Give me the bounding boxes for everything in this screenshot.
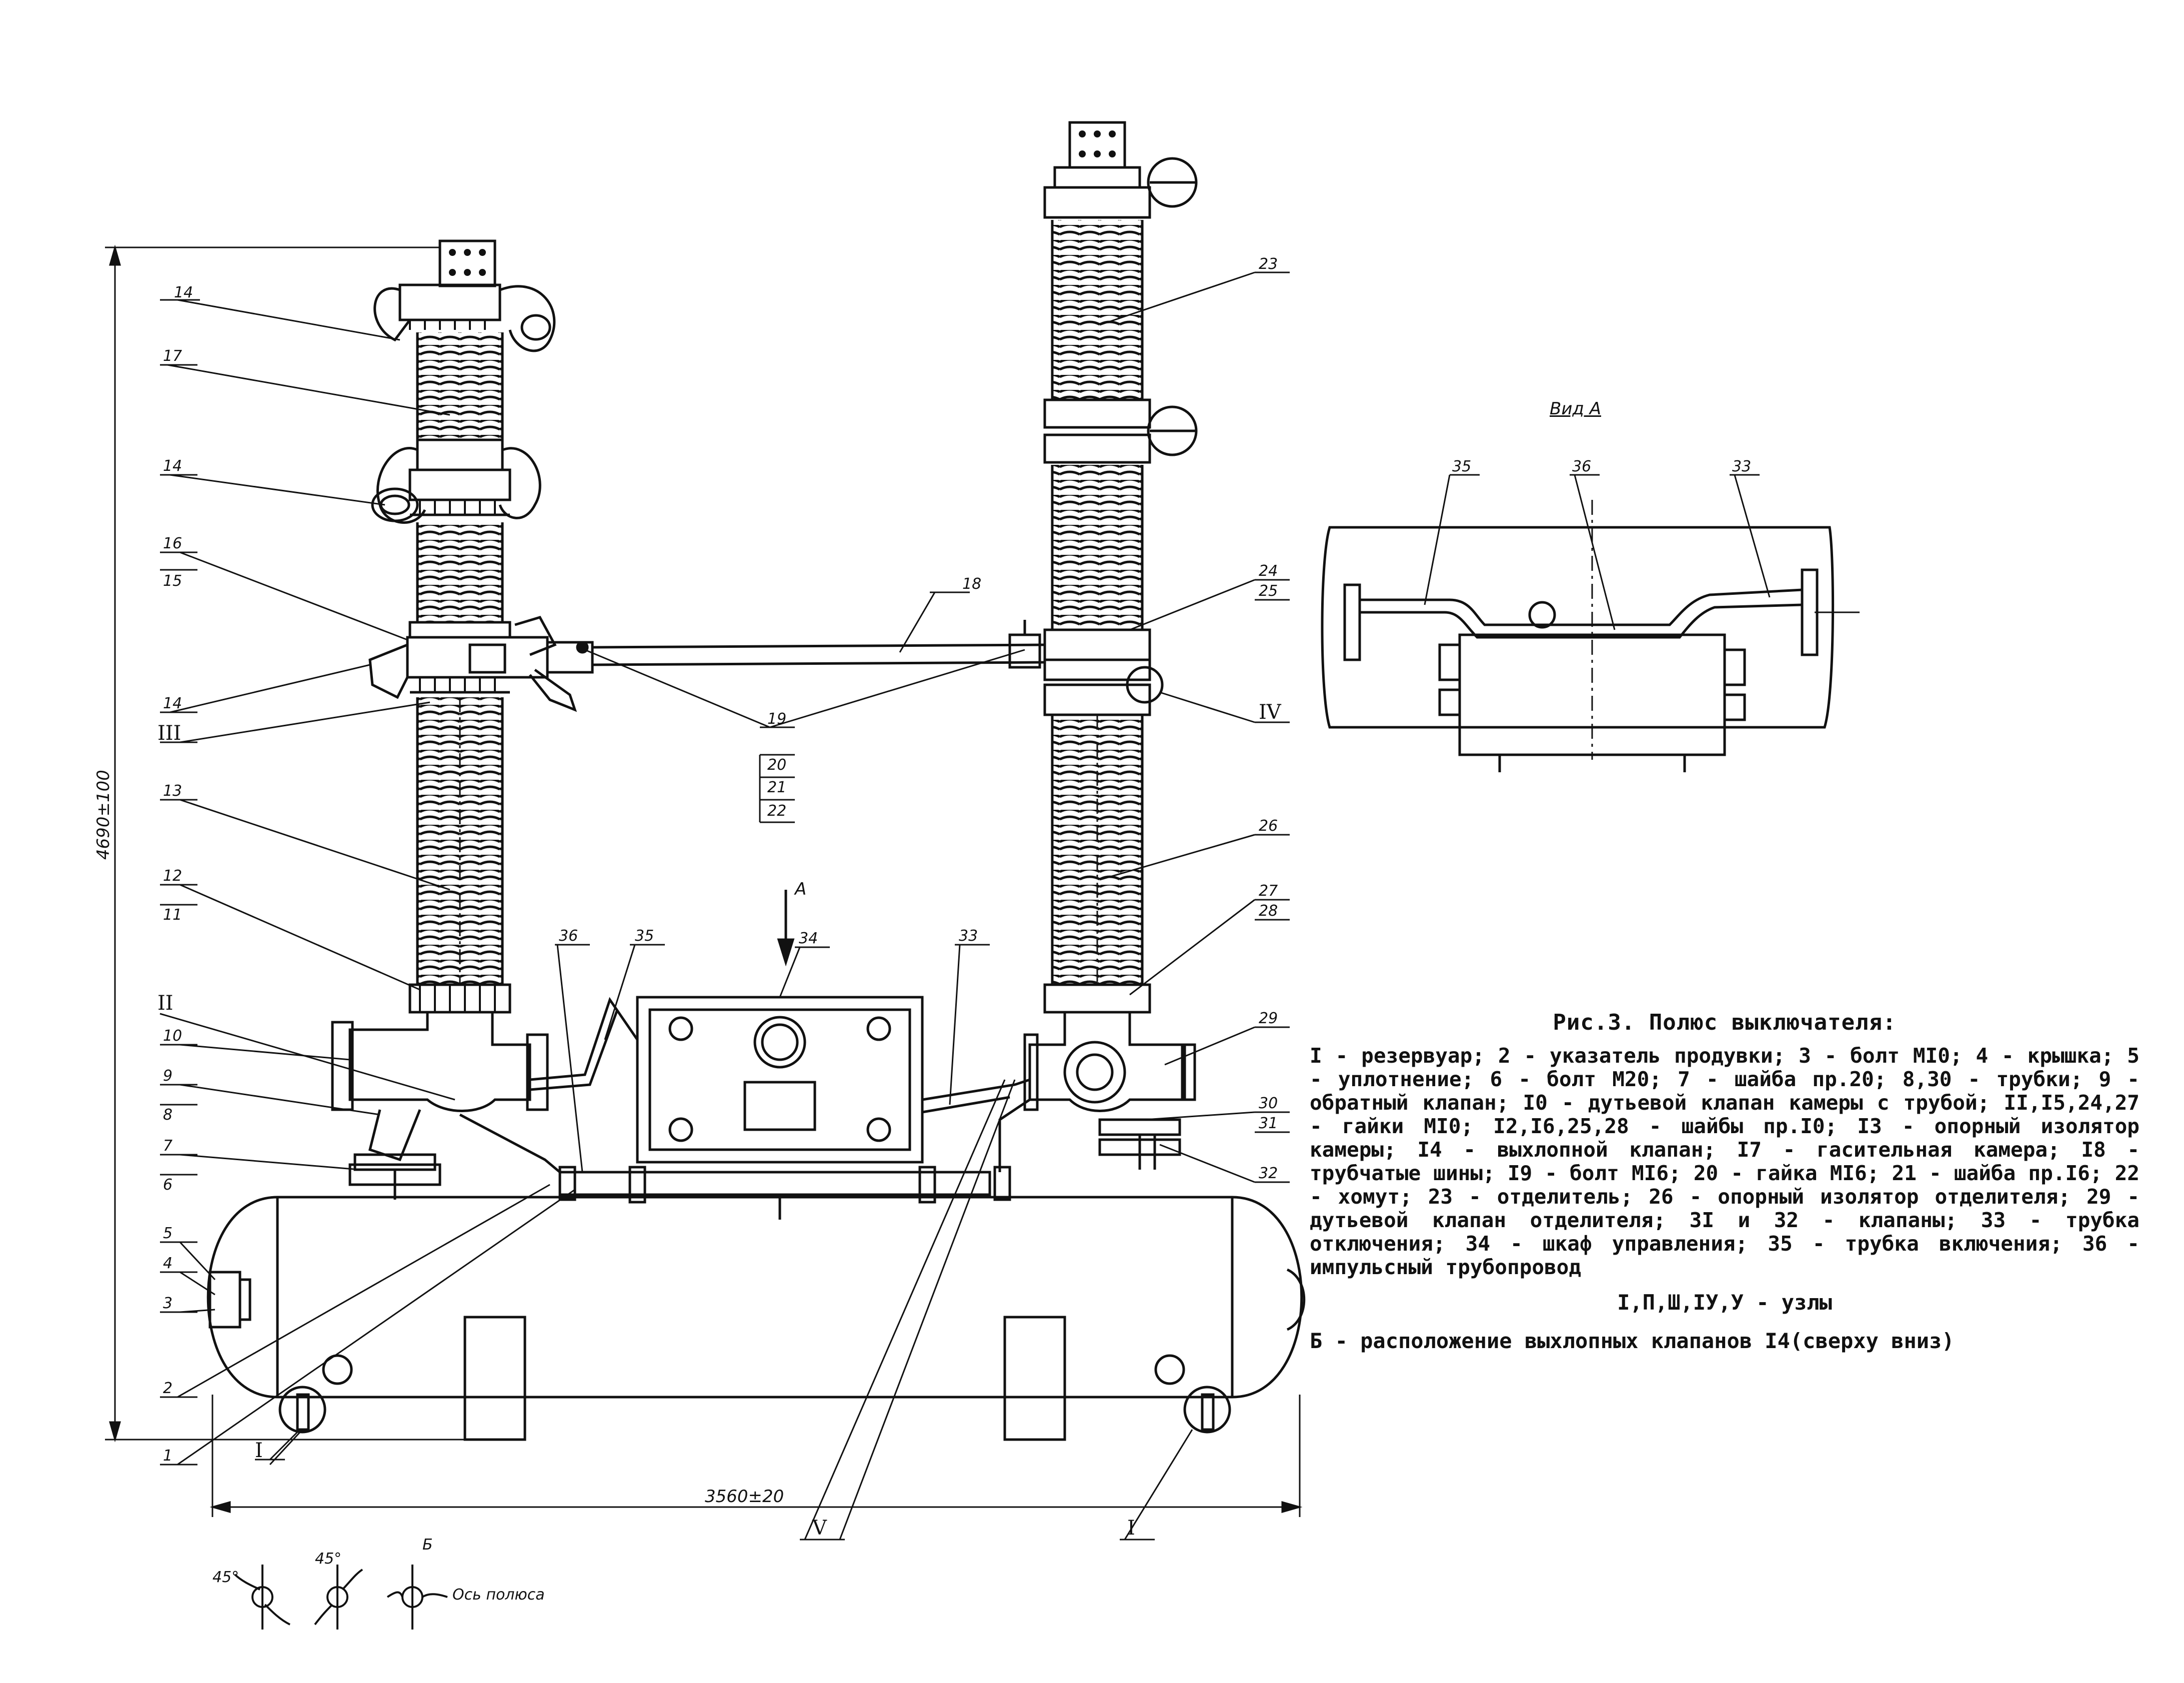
tubular-bus bbox=[592, 620, 1045, 669]
view-a-callout-36: 36 bbox=[1572, 458, 1591, 475]
callout-13: 13 bbox=[163, 782, 182, 800]
caption-legend: I - резервуар; 2 - указатель продувки; 3… bbox=[1310, 1044, 2140, 1279]
node-label-v: V bbox=[812, 1517, 827, 1540]
callout-1: 1 bbox=[163, 1447, 172, 1465]
node-label-i-left: I bbox=[255, 1439, 263, 1462]
callout-9: 9 bbox=[163, 1067, 172, 1085]
callout-21: 21 bbox=[767, 779, 786, 796]
detail-b bbox=[234, 1565, 448, 1630]
callout-23: 23 bbox=[1259, 255, 1278, 273]
detail-b-label: Б bbox=[422, 1536, 433, 1554]
height-dimension-label: 4690±100 bbox=[93, 770, 113, 860]
figure-caption: Рис.3. Полюс выключателя: I - резервуар;… bbox=[1310, 1010, 2140, 1353]
callout-2: 2 bbox=[163, 1380, 172, 1397]
detail-b-angle-2: 45° bbox=[315, 1550, 341, 1568]
view-a-callout-33: 33 bbox=[1732, 458, 1751, 475]
callout-26: 26 bbox=[1259, 817, 1278, 835]
caption-title: Рис.3. Полюс выключателя: bbox=[1553, 1010, 1897, 1035]
callout-22: 22 bbox=[767, 802, 786, 820]
callout-27: 27 bbox=[1259, 882, 1278, 900]
callout-29: 29 bbox=[1259, 1010, 1278, 1027]
callout-14b: 14 bbox=[163, 457, 182, 475]
callout-16: 16 bbox=[163, 535, 182, 552]
right-column bbox=[1023, 121, 1198, 1170]
callout-11: 11 bbox=[163, 906, 182, 924]
view-a-leaders bbox=[1424, 474, 1771, 630]
leader-lines-center bbox=[555, 591, 1025, 1173]
callout-33: 33 bbox=[959, 927, 978, 945]
callout-14c: 14 bbox=[163, 695, 182, 712]
node-label-iii: III bbox=[157, 722, 181, 745]
callouts-right: 23 24 25 IV 26 27 28 29 30 31 32 I I V bbox=[255, 255, 1282, 1540]
leader-lines-left bbox=[159, 299, 575, 1466]
node-label-i-right: I bbox=[1127, 1517, 1135, 1540]
leader-lines-right bbox=[269, 271, 1290, 1541]
reservoir bbox=[206, 1138, 1306, 1441]
callout-28: 28 bbox=[1259, 902, 1278, 920]
view-a-callout-35: 35 bbox=[1452, 458, 1471, 475]
callouts-left: 14 17 14 16 15 14 III 13 12 11 II 10 9 8… bbox=[157, 284, 193, 1465]
callout-3: 3 bbox=[163, 1295, 172, 1312]
callout-12: 12 bbox=[163, 867, 182, 885]
caption-nodes: I,П,Ш,IУ,У - узлы bbox=[1617, 1290, 1832, 1315]
callout-32: 32 bbox=[1259, 1165, 1278, 1182]
callout-7: 7 bbox=[163, 1137, 172, 1155]
callout-17: 17 bbox=[163, 347, 182, 365]
view-a-arrow bbox=[777, 890, 795, 967]
width-dimension-label: 3560±20 bbox=[705, 1487, 784, 1507]
callout-34: 34 bbox=[799, 930, 818, 947]
view-a-arrow-label: А bbox=[794, 879, 806, 899]
detail-b-angle-1: 45° bbox=[212, 1569, 239, 1586]
callout-8: 8 bbox=[163, 1106, 172, 1124]
node-label-iv: IV bbox=[1259, 701, 1282, 724]
node-label-ii: II bbox=[157, 992, 173, 1015]
callout-4: 4 bbox=[163, 1255, 172, 1272]
view-a bbox=[1321, 500, 1860, 772]
detail-b-axis-label: Ось полюса bbox=[452, 1586, 545, 1604]
callout-36: 36 bbox=[559, 927, 578, 945]
callout-15: 15 bbox=[163, 572, 182, 590]
callouts-center: 18 19 20 21 22 36 35 34 33 bbox=[559, 575, 981, 947]
callout-18: 18 bbox=[962, 575, 981, 593]
callout-30: 30 bbox=[1259, 1095, 1278, 1112]
callout-10: 10 bbox=[163, 1027, 182, 1045]
callout-35: 35 bbox=[635, 927, 654, 945]
callout-31: 31 bbox=[1259, 1115, 1278, 1132]
callout-24: 24 bbox=[1259, 562, 1278, 580]
left-column bbox=[331, 239, 594, 1200]
callout-19: 19 bbox=[767, 710, 786, 728]
left-top-terminal bbox=[438, 239, 496, 287]
caption-note-b: Б - расположение выхлопных клапанов I4(с… bbox=[1310, 1329, 1955, 1353]
callout-5: 5 bbox=[163, 1225, 172, 1242]
callout-20: 20 bbox=[767, 756, 786, 774]
dimension-lines bbox=[105, 244, 1303, 1517]
callout-14a: 14 bbox=[174, 284, 193, 301]
view-a-title: Вид А bbox=[1550, 399, 1601, 419]
callout-6: 6 bbox=[163, 1176, 172, 1194]
callout-25: 25 bbox=[1259, 582, 1278, 600]
